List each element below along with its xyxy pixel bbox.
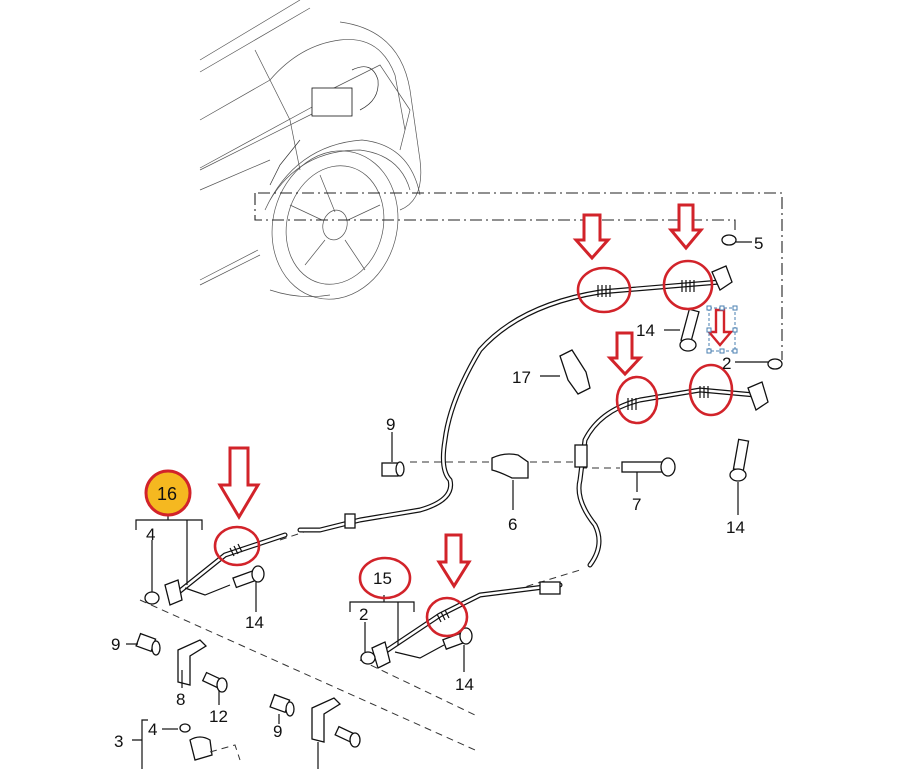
annotation-circle-6 xyxy=(425,596,469,638)
annotation-arrow-5 xyxy=(217,446,261,520)
annotation-arrow-6 xyxy=(436,533,472,589)
bolt-7 xyxy=(621,457,676,477)
clip-6 xyxy=(491,453,529,479)
callout-2a: 2 xyxy=(722,354,731,373)
nut-9c xyxy=(269,693,295,717)
parts xyxy=(135,234,783,761)
callout-5: 5 xyxy=(754,234,763,253)
selection-box[interactable] xyxy=(706,305,738,354)
callout-16: 16 xyxy=(157,484,177,504)
nut-9a xyxy=(381,461,405,477)
annotation-arrows xyxy=(217,203,734,589)
callout-8: 8 xyxy=(176,690,185,709)
callout-9b: 9 xyxy=(111,635,120,654)
callout-6: 6 xyxy=(508,515,517,534)
bracket-lower xyxy=(311,697,342,743)
o-ring-4a xyxy=(144,591,160,605)
annotation-circles xyxy=(213,259,734,638)
callout-2b: 2 xyxy=(359,605,368,624)
annotation-circle-3 xyxy=(615,375,659,425)
o-ring-4b xyxy=(179,723,191,733)
o-ring-2a xyxy=(767,358,783,370)
bolt-14d xyxy=(442,627,473,650)
bolt-14c xyxy=(232,565,265,589)
part-3-assembly xyxy=(189,736,213,761)
callout-4a: 4 xyxy=(146,525,155,544)
annotation-circle-4 xyxy=(688,363,734,417)
annotation-arrow-4 xyxy=(606,331,644,377)
o-ring-2b xyxy=(360,651,376,665)
annotation-arrow-3 xyxy=(706,308,734,347)
bracket-8 xyxy=(177,639,208,686)
callout-9a: 9 xyxy=(386,415,395,434)
callout-16-highlight xyxy=(144,469,192,517)
callout-17: 17 xyxy=(512,368,531,387)
refrigerant-pipes xyxy=(164,265,769,669)
callout-4b: 4 xyxy=(148,720,157,739)
callout-14c: 14 xyxy=(245,613,264,632)
callout-7: 7 xyxy=(632,495,641,514)
annotation-arrow-1 xyxy=(572,213,612,261)
callout-3: 3 xyxy=(114,732,123,751)
annotation-circle-2 xyxy=(662,259,714,311)
bolt-14b xyxy=(729,438,750,482)
annotation-circle-15 xyxy=(358,556,412,600)
vehicle-outline xyxy=(199,0,422,300)
callout-labels: 5 14 2 17 9 6 7 14 16 4 14 15 2 14 9 8 1… xyxy=(111,234,763,751)
o-ring-5 xyxy=(721,234,737,246)
callout-9c: 9 xyxy=(273,722,282,741)
bolt-12 xyxy=(201,671,228,693)
annotation-arrow-2 xyxy=(667,203,705,251)
bolt-lower xyxy=(334,725,361,748)
callout-14b: 14 xyxy=(726,518,745,537)
annotation-circle-1 xyxy=(576,266,632,314)
callout-14d: 14 xyxy=(455,675,474,694)
clip-17 xyxy=(559,349,591,395)
bolt-14a xyxy=(679,308,700,352)
callout-14a: 14 xyxy=(636,321,655,340)
nut-9b xyxy=(135,632,161,656)
leader-lines xyxy=(126,241,768,769)
callout-15: 15 xyxy=(373,569,392,588)
callout-12: 12 xyxy=(209,707,228,726)
annotation-circle-5 xyxy=(213,525,261,567)
